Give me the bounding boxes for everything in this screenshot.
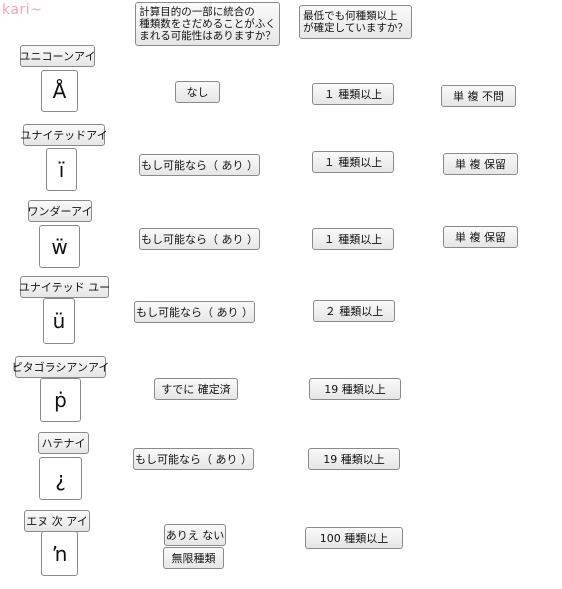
infinite-kinds-button[interactable]: 無限種類: [163, 547, 224, 569]
row-glyph: ẅ: [39, 225, 80, 268]
min-kinds-button[interactable]: １ 種類以上: [312, 228, 394, 250]
plurality-button[interactable]: 単 複 保留: [443, 153, 518, 175]
row-glyph: ï: [46, 148, 77, 191]
row-glyph: Å: [41, 70, 78, 112]
min-kinds-button[interactable]: １ 種類以上: [312, 151, 394, 173]
possibility-button[interactable]: もし可能なら（ あり ）: [133, 448, 254, 470]
watermark: kari~: [2, 2, 43, 18]
min-kinds-button[interactable]: 19 種類以上: [308, 448, 400, 470]
row-name-label: ワンダーアイ: [28, 200, 93, 222]
min-kinds-button[interactable]: ２ 種類以上: [313, 300, 395, 322]
possibility-button[interactable]: もし可能なら（ あり ）: [139, 154, 260, 176]
min-kinds-button[interactable]: 19 種類以上: [309, 378, 401, 400]
row-name-label: ユナイテッド ユー: [19, 276, 110, 298]
possibility-button[interactable]: ありえ ない: [164, 524, 226, 546]
possibility-button[interactable]: もし可能なら（ あり ）: [134, 301, 255, 323]
possibility-button[interactable]: すでに 確定済: [154, 378, 238, 400]
possibility-button[interactable]: なし: [175, 81, 220, 103]
row-glyph: ŉ: [41, 531, 78, 576]
row-name-label: エヌ 次 アイ: [24, 510, 90, 532]
possibility-button[interactable]: もし可能なら（ あり ）: [139, 228, 260, 250]
row-glyph: ¿: [39, 457, 82, 500]
plurality-button[interactable]: 単 複 保留: [443, 226, 518, 248]
row-name-label: ユニコーンアイ: [20, 45, 95, 67]
row-name-label: ピタゴラシアンアイ: [12, 356, 109, 378]
min-kinds-button[interactable]: １ 種類以上: [312, 83, 394, 105]
row-glyph: ü: [43, 298, 75, 344]
row-name-label: ハテナイ: [38, 432, 89, 454]
row-name-label: ユナイテッドアイ: [20, 124, 108, 146]
plurality-button[interactable]: 単 複 不問: [441, 85, 516, 107]
min-kinds-header: 最低でも何種類以上 が確定していますか？: [299, 5, 412, 39]
question-header: 計算目的の一部に統合の 種類数をさだめることがふく まれる可能性はありますか？: [135, 2, 280, 46]
min-kinds-button[interactable]: 100 種類以上: [305, 527, 403, 549]
row-glyph: ṗ: [40, 378, 81, 422]
